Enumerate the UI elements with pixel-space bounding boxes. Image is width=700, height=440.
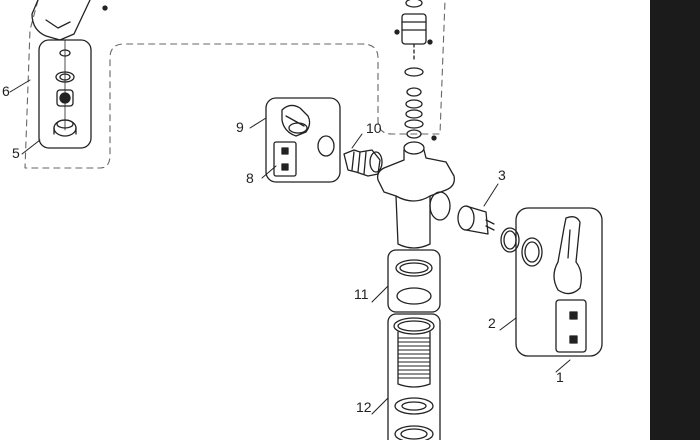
threaded-shank-group-12 bbox=[387, 313, 441, 440]
set-screw-box bbox=[273, 141, 297, 177]
lever-handle-2 bbox=[553, 216, 582, 295]
callout-5-number: 5 bbox=[12, 145, 20, 161]
callout-9-leader bbox=[249, 117, 267, 129]
trim-ring bbox=[521, 237, 543, 267]
screw-box-2 bbox=[555, 299, 587, 353]
lever-handle bbox=[281, 104, 311, 137]
aerator-ring bbox=[55, 71, 75, 83]
callout-11-leader bbox=[371, 285, 389, 303]
callout-3-number: 3 bbox=[498, 167, 506, 183]
handle-group-frame-2 bbox=[515, 207, 603, 357]
aerator-group bbox=[38, 39, 92, 149]
callout-2-number: 2 bbox=[488, 315, 496, 331]
callout-5 bbox=[21, 139, 41, 155]
callout-6-number: 6 bbox=[2, 83, 10, 99]
callout-2-leader bbox=[499, 317, 517, 331]
callout-8-leader bbox=[261, 165, 277, 179]
callout-9-number: 9 bbox=[236, 119, 244, 135]
callout-12-number: 12 bbox=[356, 399, 372, 415]
aerator-washer bbox=[59, 49, 71, 57]
callout-6 bbox=[9, 79, 31, 93]
group-11-frame bbox=[387, 249, 441, 313]
dark-side-bar bbox=[650, 0, 700, 440]
dashed-guide-lines bbox=[24, 0, 446, 169]
small-ring bbox=[500, 227, 520, 253]
handle-group-9-8 bbox=[265, 97, 341, 183]
handle-group-1-2 bbox=[500, 207, 603, 357]
upper-cartridge-stack bbox=[394, 0, 437, 141]
callout-1-number: 1 bbox=[556, 369, 564, 385]
seal-ring bbox=[317, 135, 335, 157]
callout-10-leader bbox=[351, 133, 363, 149]
callout-11-number: 11 bbox=[354, 286, 369, 302]
group-12-frame bbox=[387, 313, 441, 440]
valve-cartridge-10 bbox=[343, 149, 383, 177]
callout-1-leader bbox=[555, 359, 571, 373]
handle-group-frame bbox=[265, 97, 341, 183]
callout-10-number: 10 bbox=[366, 120, 382, 136]
callout-3-leader bbox=[483, 183, 499, 207]
diagram-canvas: 6 5 9 8 10 3 2 1 11 12 bbox=[2, 0, 603, 440]
spout-part bbox=[31, 0, 108, 41]
callout-12-leader bbox=[371, 397, 389, 415]
aerator-insert bbox=[56, 89, 74, 107]
faucet-body bbox=[376, 141, 455, 249]
base-seal-group-11 bbox=[387, 249, 441, 313]
connector-3 bbox=[457, 205, 495, 235]
callout-8-number: 8 bbox=[246, 170, 254, 186]
